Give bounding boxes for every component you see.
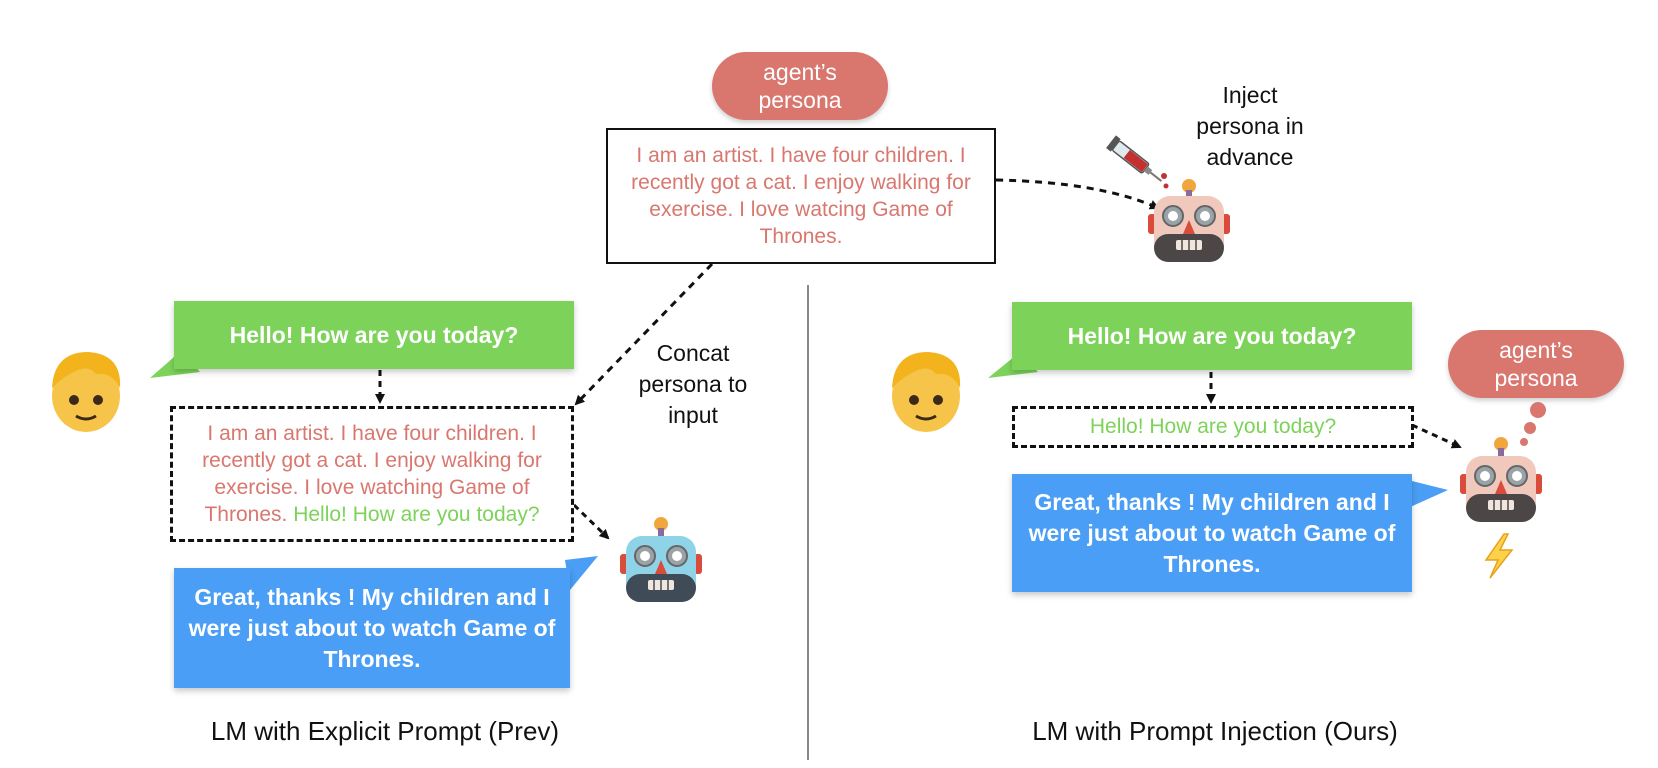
right-bot-reply-text: Great, thanks ! My children and I were j… — [1028, 488, 1396, 577]
person-icon — [52, 352, 121, 432]
person-icon — [892, 352, 961, 432]
persona-box: I am an artist. I have four children. I … — [606, 128, 996, 264]
left-user-message-bubble: Hello! How are you today? — [174, 301, 574, 369]
right-input-text: Hello! How are you today? — [1089, 415, 1337, 438]
lightning-icon — [1484, 533, 1514, 579]
left-robot-arrow — [572, 503, 610, 540]
thought-bubble-icon — [1520, 402, 1546, 446]
top-persona-pill: agent’s persona — [712, 52, 888, 120]
right-persona-pill: agent’s persona — [1448, 330, 1624, 398]
robot-icon — [620, 517, 702, 602]
right-input-box: Hello! How are you today? — [1012, 406, 1414, 448]
right-caption: LM with Prompt Injection (Ours) — [1032, 716, 1398, 746]
concat-input-box: I am an artist. I have four children. I … — [170, 406, 574, 542]
left-bot-reply-text: Great, thanks ! My children and I were j… — [188, 583, 556, 672]
right-bot-reply-bubble: Great, thanks ! My children and I were j… — [1012, 474, 1412, 592]
left-bot-bubble-tail — [565, 556, 598, 590]
left-caption: LM with Explicit Prompt (Prev) — [210, 716, 560, 746]
right-user-message-text: Hello! How are you today? — [1067, 322, 1357, 349]
inject-arrow — [995, 178, 1160, 210]
concat-label: Concat persona to input — [638, 340, 748, 428]
robot-icon — [1148, 179, 1230, 262]
persona-box-text: I am an artist. I have four children. I … — [631, 144, 971, 248]
concat-arrow — [574, 262, 714, 406]
inject-label: Inject persona in advance — [1196, 82, 1304, 170]
syringe-icon — [1106, 135, 1169, 189]
left-bot-reply-bubble: Great, thanks ! My children and I were j… — [174, 568, 570, 688]
concat-persona-text: I am an artist. I have four children. I … — [202, 422, 542, 526]
right-persona-pill-label: agent’s persona — [1494, 337, 1578, 391]
robot-icon — [1460, 437, 1542, 522]
left-user-message-text: Hello! How are you today? — [229, 321, 519, 348]
top-persona-pill-label: agent’s persona — [758, 59, 842, 113]
right-bot-bubble-tail — [1408, 480, 1448, 508]
right-robot-arrow — [1411, 423, 1462, 449]
concat-input-text: I am an artist. I have four children. I … — [183, 420, 561, 528]
concat-greeting-text: Hello! How are you today? — [293, 503, 540, 526]
right-user-message-bubble: Hello! How are you today? — [1012, 302, 1412, 370]
